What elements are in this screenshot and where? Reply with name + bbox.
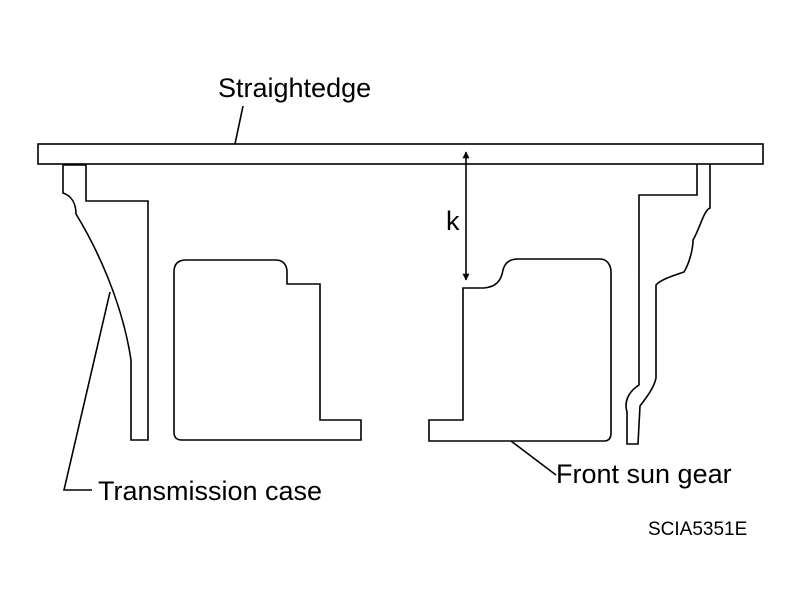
transmission-case-left	[62, 164, 149, 441]
transmission-case-right	[625, 161, 711, 445]
transmission-case-leader-line	[62, 291, 111, 491]
figure-code: SCIA5351E	[648, 519, 747, 540]
straightedge	[37, 143, 764, 165]
sun-gear-leader-line	[510, 440, 557, 476]
front-sun-gear	[428, 258, 612, 442]
transmission-case-label: Transmission case	[98, 476, 322, 506]
dimension-k-label: k	[446, 206, 460, 236]
front-sun-gear-label: Front sun gear	[556, 459, 732, 489]
straightedge-label: Straightedge	[218, 73, 371, 103]
straightedge-leader-line	[234, 105, 244, 145]
left-gear-block	[173, 259, 362, 441]
